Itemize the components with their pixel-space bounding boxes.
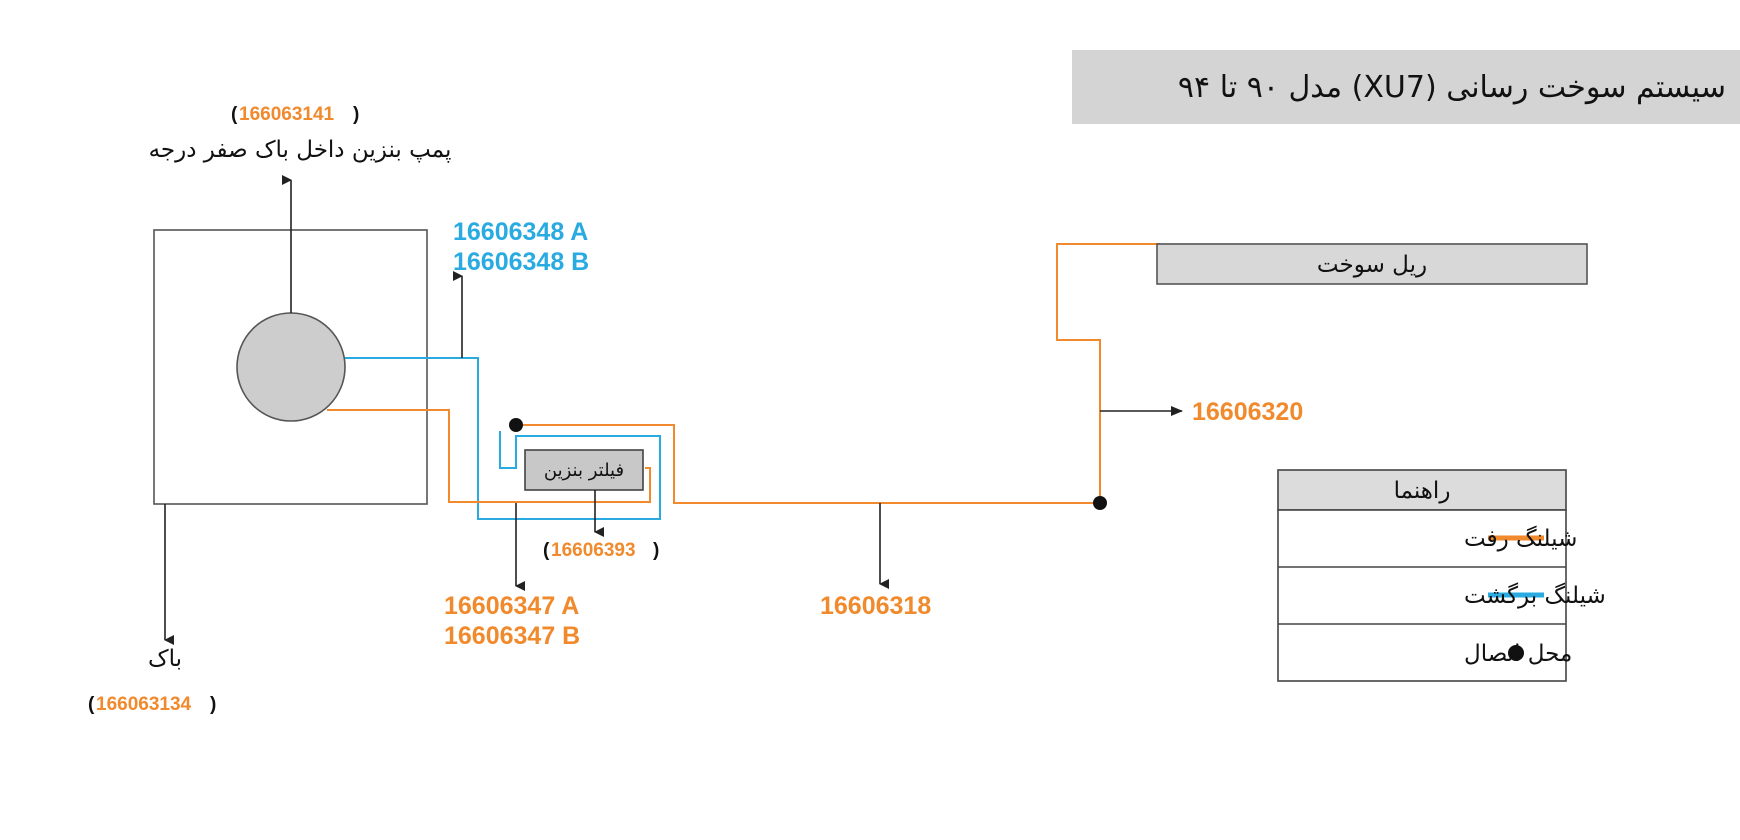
junction-dot [509,418,523,432]
fuel-rail-box [1156,243,1588,285]
filter-code: 16606393 [551,540,636,561]
legend-return-label: شیلنگ برگشت [1464,582,1606,609]
main-line-code: 16606318 [820,592,931,620]
tank-label: باک [148,646,182,672]
supply-main-line [516,243,1160,504]
pump-label: پمپ بنزین داخل باک صفر درجه [149,137,452,163]
filter-code-close-paren: ) [653,540,659,561]
legend: راهنما شیلنگ رفت شیلنگ برگشت محل اتصال [1277,469,1606,682]
fuel-rail-label: ریل سوخت [1317,252,1427,278]
legend-junction-dot [1508,645,1524,661]
legend-junction-label: محل اتصال [1464,641,1572,667]
supply-hose-line [327,409,651,503]
tank-code-open-paren: ( [88,694,95,715]
junction-dot [1093,496,1107,510]
fuel-filter-label: فیلتر بنزین [544,460,624,481]
tank-code: 166063134 [96,694,192,715]
rail-branch-code: 16606320 [1192,398,1303,426]
tank-code-close-paren: ) [210,694,216,715]
fuel-pump-circle [236,312,346,422]
return-hose-line [345,357,661,520]
diagram-title: سیستم سوخت رسانی (XU7) مدل ۹۰ تا ۹۴ [1177,69,1726,105]
return-hose-code-a: 16606348 A [453,218,588,246]
legend-header-bg [1277,469,1567,511]
legend-title: راهنما [1394,478,1451,504]
fuel-filter-box [524,449,644,491]
supply-hose-code-b: 16606347 B [444,622,580,650]
supply-hose-code-a: 16606347 A [444,592,579,620]
pump-code-open-paren: ( [231,104,238,125]
filter-code-open-paren: ( [543,540,550,561]
legend-supply-label: شیلنگ رفت [1464,525,1577,552]
pump-code-close-paren: ) [353,104,359,125]
pump-code: 166063141 [239,104,335,125]
title-banner: سیستم سوخت رسانی (XU7) مدل ۹۰ تا ۹۴ [1072,50,1740,124]
return-hose-code-b: 16606348 B [453,248,589,276]
